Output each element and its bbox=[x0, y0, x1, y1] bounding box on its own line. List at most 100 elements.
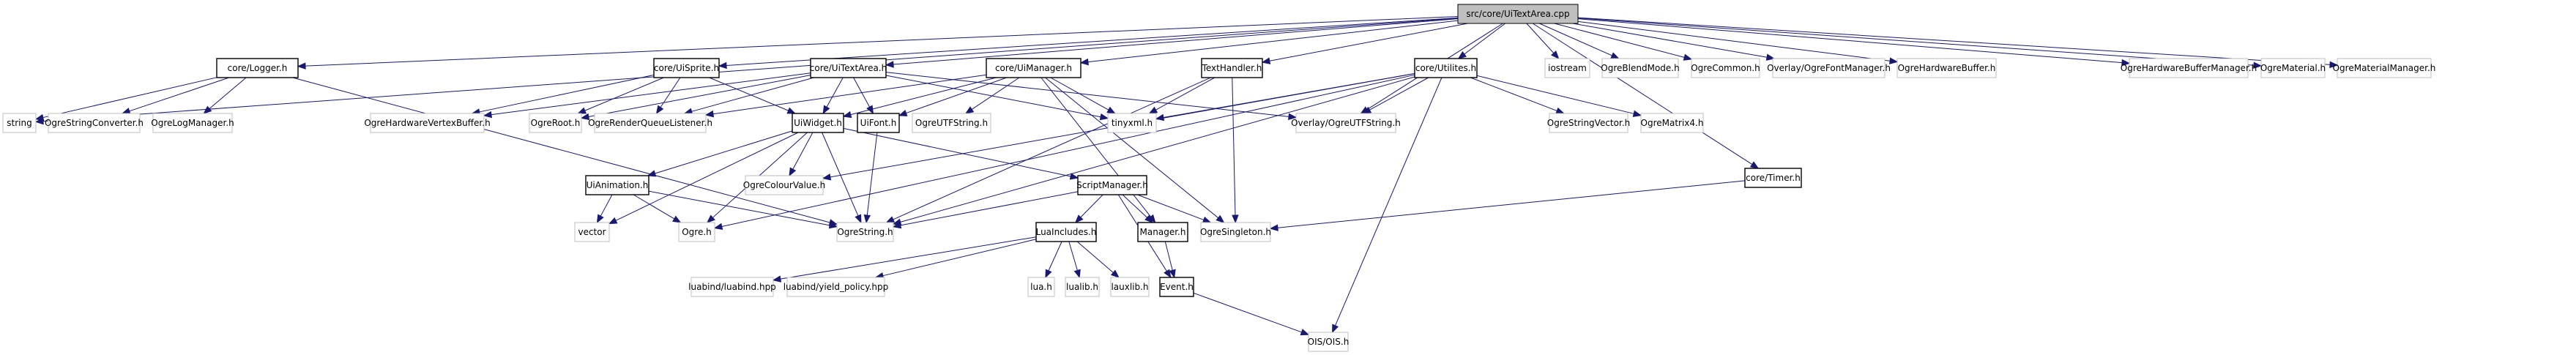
include-node-tinyxml: tinyxml.h bbox=[1107, 113, 1157, 133]
arrowhead-icon bbox=[2253, 61, 2263, 69]
edge-line bbox=[660, 77, 681, 108]
node-box bbox=[857, 113, 900, 133]
edge-line bbox=[893, 77, 1211, 220]
edge-uiwidget-to-ogre bbox=[706, 132, 808, 223]
node-label: OgreMatrix4.h bbox=[1641, 118, 1704, 128]
include-node-uisprite[interactable]: core/UiSprite.h bbox=[653, 58, 720, 78]
edge-uiwidget-to-uianimation bbox=[647, 130, 793, 177]
include-node-lualib: lualib.h bbox=[1065, 277, 1100, 297]
edge-line bbox=[648, 190, 830, 226]
node-box bbox=[1640, 113, 1704, 133]
arrowhead-icon bbox=[1074, 214, 1084, 223]
node-label: UiAnimation.h bbox=[587, 180, 649, 190]
edge-line bbox=[1087, 20, 1459, 63]
edge-line bbox=[1269, 23, 1468, 61]
include-node-event[interactable]: Event.h bbox=[1159, 277, 1194, 297]
edge-line bbox=[1539, 23, 1612, 56]
edge-line bbox=[1526, 23, 1555, 53]
arrowhead-icon bbox=[822, 173, 832, 181]
edge-line bbox=[1464, 23, 1506, 55]
node-box bbox=[786, 277, 885, 297]
arrowhead-icon bbox=[203, 105, 212, 114]
node-label: src/core/UiTextArea.cpp bbox=[1466, 9, 1569, 19]
edge-line bbox=[1122, 194, 1147, 218]
edge-line bbox=[822, 132, 859, 217]
include-node-uitextarea_h[interactable]: core/UiTextArea.h bbox=[810, 58, 887, 78]
node-box bbox=[1308, 332, 1349, 352]
arrowhead-icon bbox=[1106, 106, 1116, 114]
edge-line bbox=[1076, 241, 1114, 273]
arrowhead-icon bbox=[1610, 52, 1620, 59]
node-box bbox=[1065, 277, 1100, 297]
node-box bbox=[1159, 277, 1194, 297]
include-node-scriptmgr[interactable]: ScriptManager.h bbox=[1076, 175, 1148, 195]
node-label: ScriptManager.h bbox=[1076, 180, 1148, 190]
edge-line bbox=[900, 191, 1079, 226]
include-node-manager[interactable]: Manager.h bbox=[1137, 222, 1188, 242]
edge-line bbox=[42, 77, 217, 119]
node-box bbox=[678, 222, 715, 242]
arrowhead-icon bbox=[672, 215, 682, 223]
edge-line bbox=[292, 77, 830, 223]
arrowhead-icon bbox=[297, 62, 306, 70]
include-node-uifont[interactable]: UiFont.h bbox=[857, 113, 900, 133]
edge-uiwidget-to-scriptmgr bbox=[843, 127, 1079, 180]
node-box bbox=[1110, 277, 1150, 297]
include-node-singleton: OgreSingleton.h bbox=[1200, 222, 1271, 242]
root-file-node[interactable]: src/core/UiTextArea.cpp bbox=[1457, 4, 1579, 24]
node-label: OgreMaterialManager.h bbox=[2333, 63, 2436, 73]
edge-uiwidget-to-colourvalue bbox=[789, 132, 814, 177]
edge-line bbox=[479, 74, 655, 113]
edge-line bbox=[209, 77, 247, 109]
edge-logger-to-strconv bbox=[121, 77, 230, 115]
arrowhead-icon bbox=[1099, 113, 1109, 121]
arrowhead-icon bbox=[1164, 269, 1172, 279]
edge-line bbox=[792, 132, 814, 170]
edge-luaincludes-to-lauxlib bbox=[1076, 241, 1120, 278]
arrowhead-icon bbox=[713, 223, 723, 231]
edge-line bbox=[1048, 241, 1062, 272]
arrowhead-icon bbox=[704, 110, 715, 118]
arrowhead-icon bbox=[789, 167, 797, 177]
node-box bbox=[1549, 113, 1628, 133]
node-box bbox=[836, 222, 894, 242]
node-box bbox=[2260, 58, 2326, 78]
arrowhead-icon bbox=[822, 105, 830, 115]
arrowhead-icon bbox=[964, 106, 975, 114]
include-node-uimanager[interactable]: core/UiManager.h bbox=[986, 58, 1082, 78]
edge-root-to-timer bbox=[1532, 23, 1760, 169]
arrowhead-icon bbox=[1110, 269, 1120, 278]
edge-uitextarea_h-to-overlay_utf bbox=[885, 72, 1298, 121]
include-node-utilites[interactable]: core/Utilites.h bbox=[1414, 58, 1478, 78]
include-node-texthandler[interactable]: TextHandler.h bbox=[1201, 58, 1263, 78]
node-label: OgreString.h bbox=[837, 227, 893, 237]
edge-line bbox=[906, 77, 1007, 114]
edge-line bbox=[1577, 20, 1891, 61]
edge-luaincludes-to-lualib bbox=[1068, 241, 1081, 279]
include-node-luabind: luabind/luabind.hpp bbox=[688, 277, 776, 297]
edge-root-to-common bbox=[1554, 23, 1693, 61]
edge-line bbox=[1476, 75, 1634, 114]
edge-root-to-hwbuffermgr bbox=[1577, 18, 2131, 67]
edge-line bbox=[305, 16, 1459, 67]
arrowhead-icon bbox=[828, 222, 838, 229]
include-node-vector: vector bbox=[574, 222, 610, 242]
node-label: OgreSingleton.h bbox=[1200, 227, 1271, 237]
arrowhead-icon bbox=[892, 222, 902, 229]
include-node-strconv: OgreStringConverter.h bbox=[45, 113, 144, 133]
include-node-timer[interactable]: core/Timer.h bbox=[1744, 168, 1802, 188]
arrowhead-icon bbox=[718, 61, 727, 70]
edge-uitextarea_h-to-uifont bbox=[853, 77, 874, 115]
node-box bbox=[1137, 222, 1188, 242]
node-box bbox=[1744, 168, 1802, 188]
edge-root-to-fontmanager bbox=[1572, 23, 1776, 61]
edge-uitextarea_h-to-hwvertex bbox=[483, 72, 811, 119]
include-node-uianimation[interactable]: UiAnimation.h bbox=[585, 175, 649, 195]
node-label: tinyxml.h bbox=[1112, 118, 1153, 128]
include-node-uiwidget[interactable]: UiWidget.h bbox=[792, 113, 844, 133]
include-node-logger[interactable]: core/Logger.h bbox=[216, 58, 299, 78]
include-node-luaincludes[interactable]: LuaIncludes.h bbox=[1035, 222, 1097, 242]
node-label: OgreLogManager.h bbox=[151, 118, 234, 128]
arrowhead-icon bbox=[842, 111, 852, 119]
edge-line bbox=[1577, 18, 2123, 64]
